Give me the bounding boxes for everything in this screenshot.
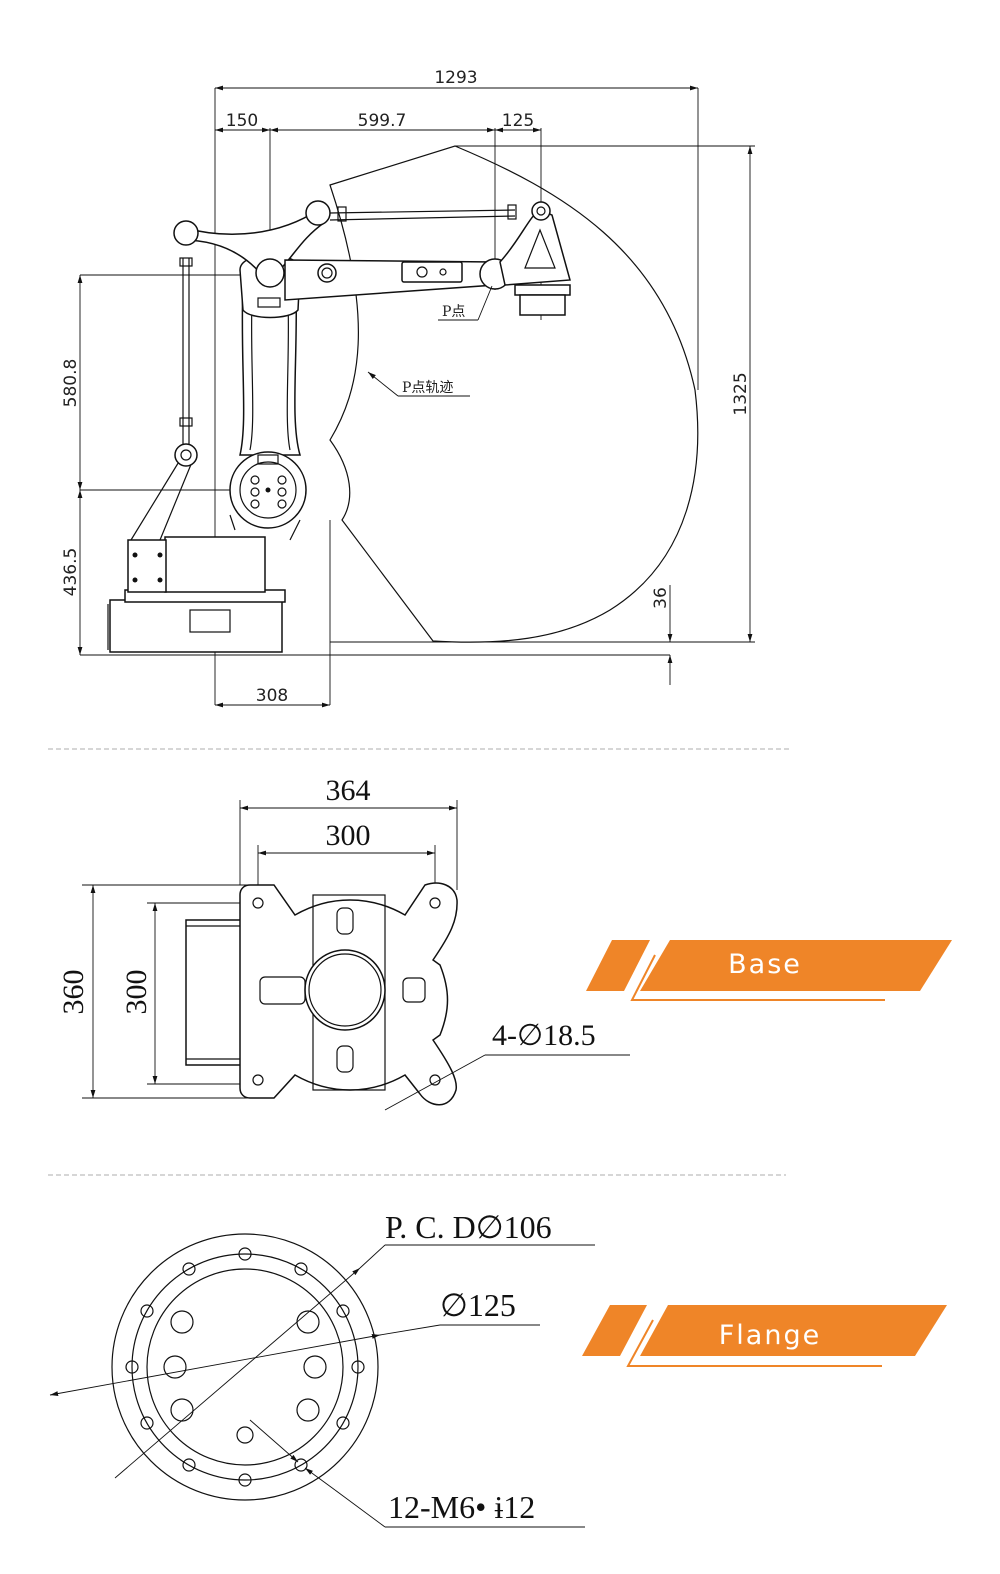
dim-flange-diameter: ∅125 bbox=[440, 1287, 516, 1323]
dim-flange-thread-holes: 12-M6• ɨ12 bbox=[388, 1489, 535, 1525]
dim-flange-pcd: P. C. D∅106 bbox=[385, 1209, 552, 1245]
dim-arm-length: 599.7 bbox=[358, 111, 407, 131]
p-point-label: P点 bbox=[442, 304, 465, 320]
base-view: 364 300 360 300 4-∅18.5 bbox=[57, 774, 630, 1111]
parallel-link bbox=[130, 257, 198, 541]
robot-base bbox=[107, 536, 286, 653]
dim-wrist-offset: 125 bbox=[502, 111, 534, 131]
flange-view: P. C. D∅106 ∅125 12-M6• ɨ12 bbox=[49, 1209, 595, 1528]
shoulder-linkage bbox=[173, 200, 517, 319]
dim-base-holes: 4-∅18.5 bbox=[492, 1019, 596, 1052]
dim-upper-height: 580.8 bbox=[61, 359, 81, 408]
flange-banner: Flange bbox=[582, 1305, 947, 1367]
flange-title: Flange bbox=[719, 1320, 821, 1351]
dim-lower-height: 436.5 bbox=[61, 548, 81, 597]
lower-arm bbox=[229, 281, 307, 541]
dim-base-outer-width: 364 bbox=[326, 774, 371, 807]
dim-base-hole-height: 300 bbox=[120, 970, 153, 1015]
dim-total-height: 1325 bbox=[731, 372, 751, 415]
side-view: 1293 150 599.7 125 580.8 436.5 1325 36 3… bbox=[61, 68, 755, 708]
wrist-assembly bbox=[499, 201, 571, 316]
p-trajectory-label: P点轨迹 bbox=[402, 380, 453, 396]
base-banner: Base bbox=[586, 940, 952, 1001]
workspace-trajectory bbox=[329, 145, 699, 643]
dim-total-reach: 1293 bbox=[434, 68, 477, 88]
base-title: Base bbox=[728, 949, 802, 980]
dim-base-hole-width: 300 bbox=[326, 819, 371, 852]
dim-base-offset: 308 bbox=[256, 686, 288, 706]
dim-offset-left: 150 bbox=[226, 111, 258, 131]
upper-arm bbox=[284, 258, 511, 301]
dim-base-outer-height: 360 bbox=[57, 970, 90, 1015]
dim-bottom-offset: 36 bbox=[651, 587, 671, 609]
